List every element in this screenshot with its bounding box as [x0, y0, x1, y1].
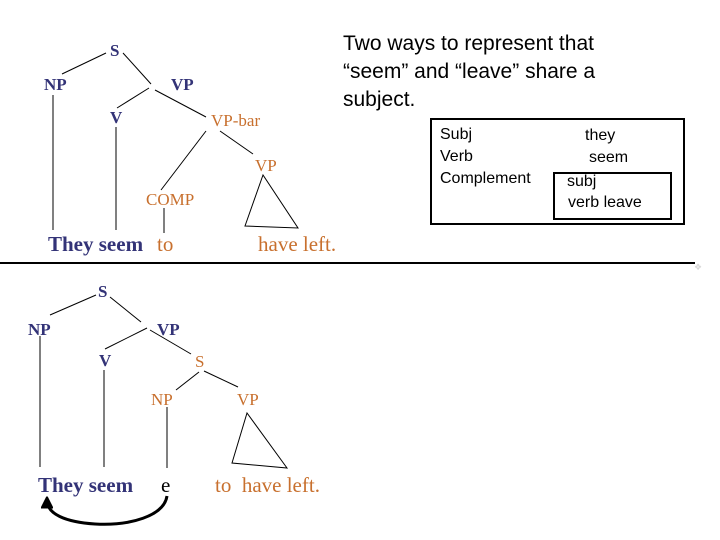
top-node-vp-bar: VP-bar: [211, 111, 261, 130]
bottom-sentence-to-have-left: to have left.: [215, 473, 320, 497]
embedded-clause-box: [553, 172, 672, 220]
vp-triangle: [244, 173, 299, 229]
row-subj-label: Subj: [440, 126, 473, 143]
edge-vpbar-vp: [219, 130, 254, 155]
watermark-glyph: ❖: [694, 262, 703, 272]
edge-vp-v: [116, 87, 150, 109]
bottom-node-vp-lower: VP: [237, 390, 259, 409]
edge-s2-np2: [175, 371, 200, 391]
edge-s-vp: [109, 296, 142, 323]
top-node-vp-inner: VP: [255, 156, 277, 175]
slide-title: Two ways to represent that “seem” and “l…: [343, 32, 596, 111]
edge-s-vp: [122, 52, 152, 85]
bottom-sentence-trace: e: [161, 473, 171, 497]
edge-s-np: [49, 294, 97, 316]
bottom-node-s-lower: S: [195, 352, 205, 371]
edge-s2-vp2: [203, 370, 239, 388]
top-node-s: S: [110, 41, 120, 60]
edge-vpbar-comp: [160, 130, 207, 191]
embedded-verb-leave: verb leave: [568, 194, 642, 211]
mapping-box: [430, 118, 685, 225]
top-sentence-have-left: have left.: [258, 232, 337, 256]
trace-arrow: [47, 495, 169, 526]
top-node-np: NP: [44, 75, 67, 94]
top-sentence-subject-verb: They seem: [48, 232, 144, 256]
embedded-subj: subj: [567, 173, 597, 190]
bottom-node-np-lower: NP: [151, 390, 173, 409]
bottom-node-vp: VP: [157, 320, 180, 339]
edge-vp-v: [104, 327, 148, 350]
bottom-node-s: S: [98, 282, 108, 301]
edge-s-np: [61, 52, 107, 75]
bottom-node-v: V: [99, 351, 112, 370]
bottom-sentence-subject-verb: They seem: [38, 473, 134, 497]
top-node-v: V: [110, 108, 123, 127]
row-complement-label: Complement: [440, 170, 531, 187]
vp-triangle: [231, 411, 289, 469]
top-node-vp: VP: [171, 75, 194, 94]
top-sentence-to: to: [157, 232, 174, 256]
row-verb-label: Verb: [440, 148, 473, 165]
top-node-comp: COMP: [146, 190, 195, 209]
bottom-node-np: NP: [28, 320, 51, 339]
edge-vp-vpbar: [154, 89, 207, 118]
row-subj-value: they: [585, 127, 616, 144]
row-verb-value: seem: [589, 149, 629, 166]
